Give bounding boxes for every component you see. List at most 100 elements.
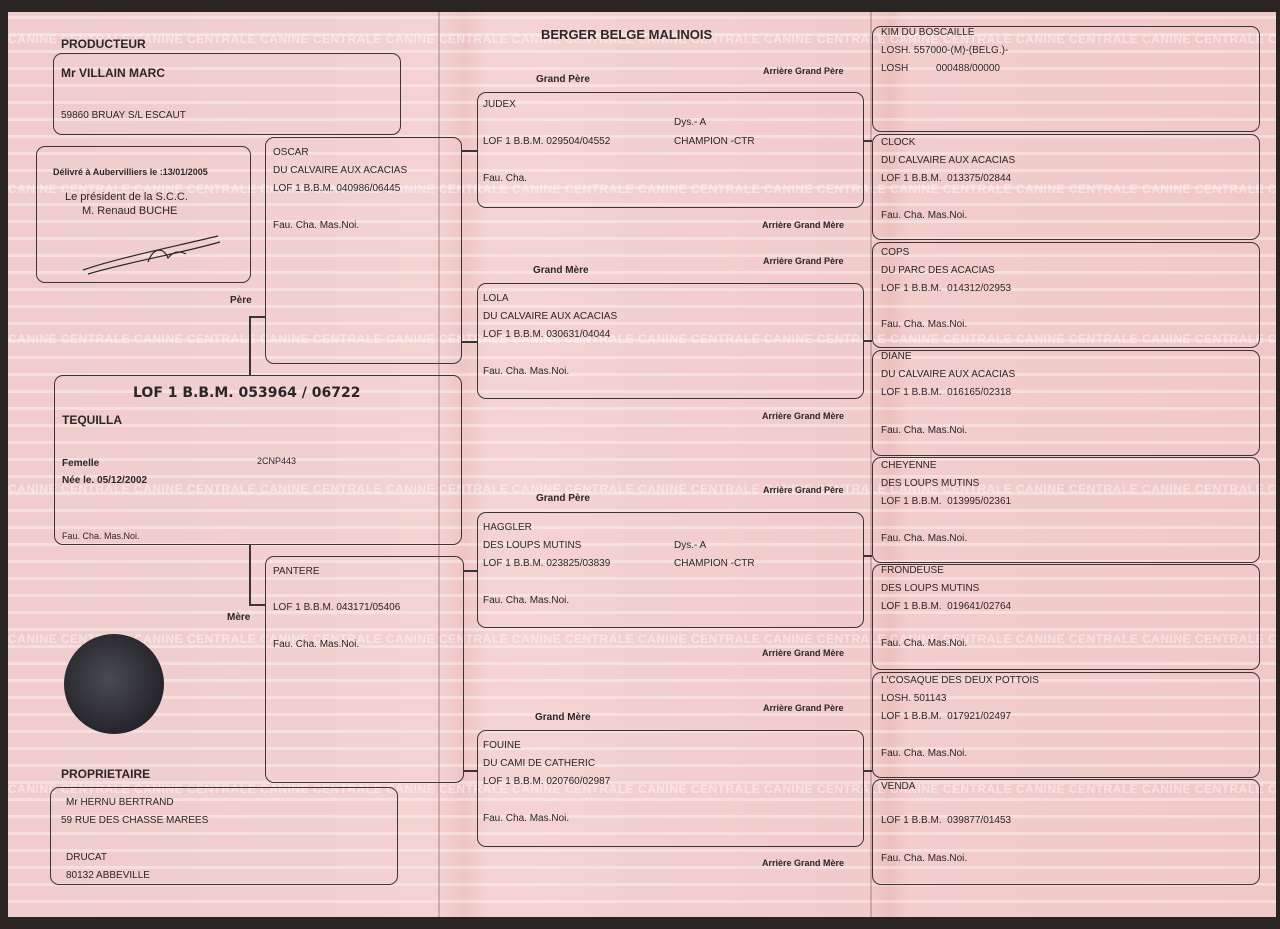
president-line: Le président de la S.C.C. xyxy=(65,191,188,203)
gp-colors: Fau. Cha. Mas.Noi. xyxy=(483,366,570,377)
sire-colors: Fau. Cha. Mas.Noi. xyxy=(273,220,360,231)
watermark-text: CANINE CENTRALE CANINE CENTRALE CANINE C… xyxy=(8,32,1276,46)
great-grandparent-box: DIANE DU CALVAIRE AUX ACACIAS LOF 1 B.B.… xyxy=(872,350,1260,456)
agp-label: Arrière Grand Père xyxy=(763,485,844,495)
sire-lof: LOF 1 B.B.M. 040986/06445 xyxy=(273,183,401,194)
dam-name: PANTERE xyxy=(273,566,320,577)
agp-label: Arrière Grand Père xyxy=(763,256,844,266)
dog-born: Née le. 05/12/2002 xyxy=(62,475,148,486)
gp-title: CHAMPION -CTR xyxy=(674,136,755,147)
connector-line xyxy=(464,770,477,772)
sire-kennel: DU CALVAIRE AUX ACACIAS xyxy=(273,165,408,176)
ggp-line3: LOF 1 B.B.M. 014312/02953 xyxy=(881,283,1012,294)
dam-label: Mère xyxy=(227,612,251,623)
ggp-line3: LOF 1 B.B.M. 013375/02844 xyxy=(881,173,1012,184)
dog-tattoo: 2CNP443 xyxy=(257,456,297,466)
ggp-line2: DU CALVAIRE AUX ACACIAS xyxy=(881,155,1016,166)
gp-name: LOLA xyxy=(483,293,509,304)
grand-pere-label: Grand Père xyxy=(536,74,590,85)
connector-line xyxy=(464,570,477,572)
owner-box: Mr HERNU BERTRAND 59 RUE DES CHASSE MARE… xyxy=(50,787,398,885)
watermark-text: CANINE CENTRALE CANINE CENTRALE CANINE C… xyxy=(8,782,1276,796)
agm-label: Arrière Grand Mère xyxy=(762,220,845,230)
ggp-line2: DES LOUPS MUTINS xyxy=(881,478,980,489)
owner-postal: 80132 ABBEVILLE xyxy=(66,870,150,881)
gp-name: JUDEX xyxy=(483,99,516,110)
official-seal-icon xyxy=(64,634,164,734)
fold-line xyxy=(438,12,440,917)
dog-sex: Femelle xyxy=(62,458,100,469)
ggp-colors: Fau. Cha. Mas.Noi. xyxy=(881,210,968,221)
fold-line xyxy=(870,12,872,917)
connector-line xyxy=(249,316,251,376)
signature-icon xyxy=(82,235,221,275)
president-name: M. Renaud BUCHE xyxy=(82,205,178,217)
connector-line xyxy=(864,555,872,557)
grandparent-box: LOLA DU CALVAIRE AUX ACACIAS LOF 1 B.B.M… xyxy=(477,283,864,399)
grandparent-box: FOUINE DU CAMI DE CATHERIC LOF 1 B.B.M. … xyxy=(477,730,864,847)
ggp-line3: LOF 1 B.B.M. 013995/02361 xyxy=(881,496,1012,507)
producer-address: 59860 BRUAY S/L ESCAUT xyxy=(61,110,186,121)
grand-mere-label: Grand Mère xyxy=(535,712,591,723)
ggp-line3: LOF 1 B.B.M. 039877/01453 xyxy=(881,815,1012,826)
ggp-line1: L'COSAQUE DES DEUX POTTOIS xyxy=(881,675,1039,686)
great-grandparent-box: CLOCK DU CALVAIRE AUX ACACIAS LOF 1 B.B.… xyxy=(872,134,1260,240)
sire-box: OSCAR DU CALVAIRE AUX ACACIAS LOF 1 B.B.… xyxy=(265,137,462,364)
ggp-line3: LOSH 000488/00000 xyxy=(881,63,1000,74)
dog-box: LOF 1 B.B.M. 053964 / 06722 TEQUILLA Fem… xyxy=(54,375,462,545)
gp-title: CHAMPION -CTR xyxy=(674,558,755,569)
gp-lof: LOF 1 B.B.M. 023825/03839 xyxy=(483,558,611,569)
ggp-line1: VENDA xyxy=(881,781,916,792)
producer-box: Mr VILLAIN MARC 59860 BRUAY S/L ESCAUT xyxy=(53,53,401,135)
ggp-colors: Fau. Cha. Mas.Noi. xyxy=(881,319,968,330)
grandparent-box: HAGGLER DES LOUPS MUTINS Dys.- A LOF 1 B… xyxy=(477,512,864,628)
agm-label: Arrière Grand Mère xyxy=(762,858,845,868)
grandparent-box: JUDEX Dys.- A LOF 1 B.B.M. 029504/04552 … xyxy=(477,92,864,208)
dam-lof: LOF 1 B.B.M. 043171/05406 xyxy=(273,602,401,613)
ggp-colors: Fau. Cha. Mas.Noi. xyxy=(881,853,968,864)
great-grandparent-box: CHEYENNE DES LOUPS MUTINS LOF 1 B.B.M. 0… xyxy=(872,457,1260,563)
ggp-line3: LOF 1 B.B.M. 019641/02764 xyxy=(881,601,1012,612)
gp-lof: LOF 1 B.B.M. 020760/02987 xyxy=(483,776,611,787)
ggp-line2: DU PARC DES ACACIAS xyxy=(881,265,995,276)
owner-street: 59 RUE DES CHASSE MAREES xyxy=(61,815,209,826)
producer-name: Mr VILLAIN MARC xyxy=(61,66,165,80)
ggp-colors: Fau. Cha. Mas.Noi. xyxy=(881,425,968,436)
gp-colors: Fau. Cha. Mas.Noi. xyxy=(483,595,570,606)
ggp-line1: KIM DU BOSCAILLE xyxy=(881,27,975,38)
ggp-line2: LOSH. 557000-(M)-(BELG.)- xyxy=(881,45,1009,56)
connector-line xyxy=(249,604,265,606)
producer-heading: PRODUCTEUR xyxy=(61,37,146,51)
gp-lof: LOF 1 B.B.M. 029504/04552 xyxy=(483,136,611,147)
ggp-line1: FRONDEUSE xyxy=(881,565,944,576)
connector-line xyxy=(462,150,477,152)
connector-line xyxy=(249,545,251,605)
gp-kennel: DES LOUPS MUTINS xyxy=(483,540,582,551)
pedigree-certificate: CANINE CENTRALE CANINE CENTRALE CANINE C… xyxy=(8,12,1276,917)
connector-line xyxy=(462,341,477,343)
ggp-line1: CHEYENNE xyxy=(881,460,937,471)
great-grandparent-box: L'COSAQUE DES DEUX POTTOIS LOSH. 501143 … xyxy=(872,672,1260,778)
sire-label: Père xyxy=(230,295,252,306)
ggp-line2: DES LOUPS MUTINS xyxy=(881,583,980,594)
connector-line xyxy=(249,316,265,318)
great-grandparent-box: COPS DU PARC DES ACACIAS LOF 1 B.B.M. 01… xyxy=(872,242,1260,348)
dam-box: PANTERE LOF 1 B.B.M. 043171/05406 Fau. C… xyxy=(265,556,464,783)
ggp-line1: DIANE xyxy=(881,351,912,362)
owner-heading: PROPRIETAIRE xyxy=(61,767,151,781)
gp-dys: Dys.- A xyxy=(674,540,707,551)
sire-name: OSCAR xyxy=(273,147,309,158)
owner-name: Mr HERNU BERTRAND xyxy=(66,797,174,808)
issued-box: Délivré à Aubervilliers le :13/01/2005 L… xyxy=(36,146,251,283)
great-grandparent-box: VENDA LOF 1 B.B.M. 039877/01453 Fau. Cha… xyxy=(872,779,1260,885)
grand-mere-label: Grand Mère xyxy=(533,265,589,276)
ggp-colors: Fau. Cha. Mas.Noi. xyxy=(881,748,968,759)
ggp-line3: LOF 1 B.B.M. 016165/02318 xyxy=(881,387,1012,398)
agm-label: Arrière Grand Mère xyxy=(762,411,845,421)
dog-name: TEQUILLA xyxy=(62,413,122,427)
great-grandparent-box: KIM DU BOSCAILLE LOSH. 557000-(M)-(BELG.… xyxy=(872,26,1260,132)
ggp-line2: LOSH. 501143 xyxy=(881,693,947,704)
breed-title: BERGER BELGE MALINOIS xyxy=(541,27,713,42)
ggp-line1: CLOCK xyxy=(881,137,916,148)
connector-line xyxy=(864,770,872,772)
